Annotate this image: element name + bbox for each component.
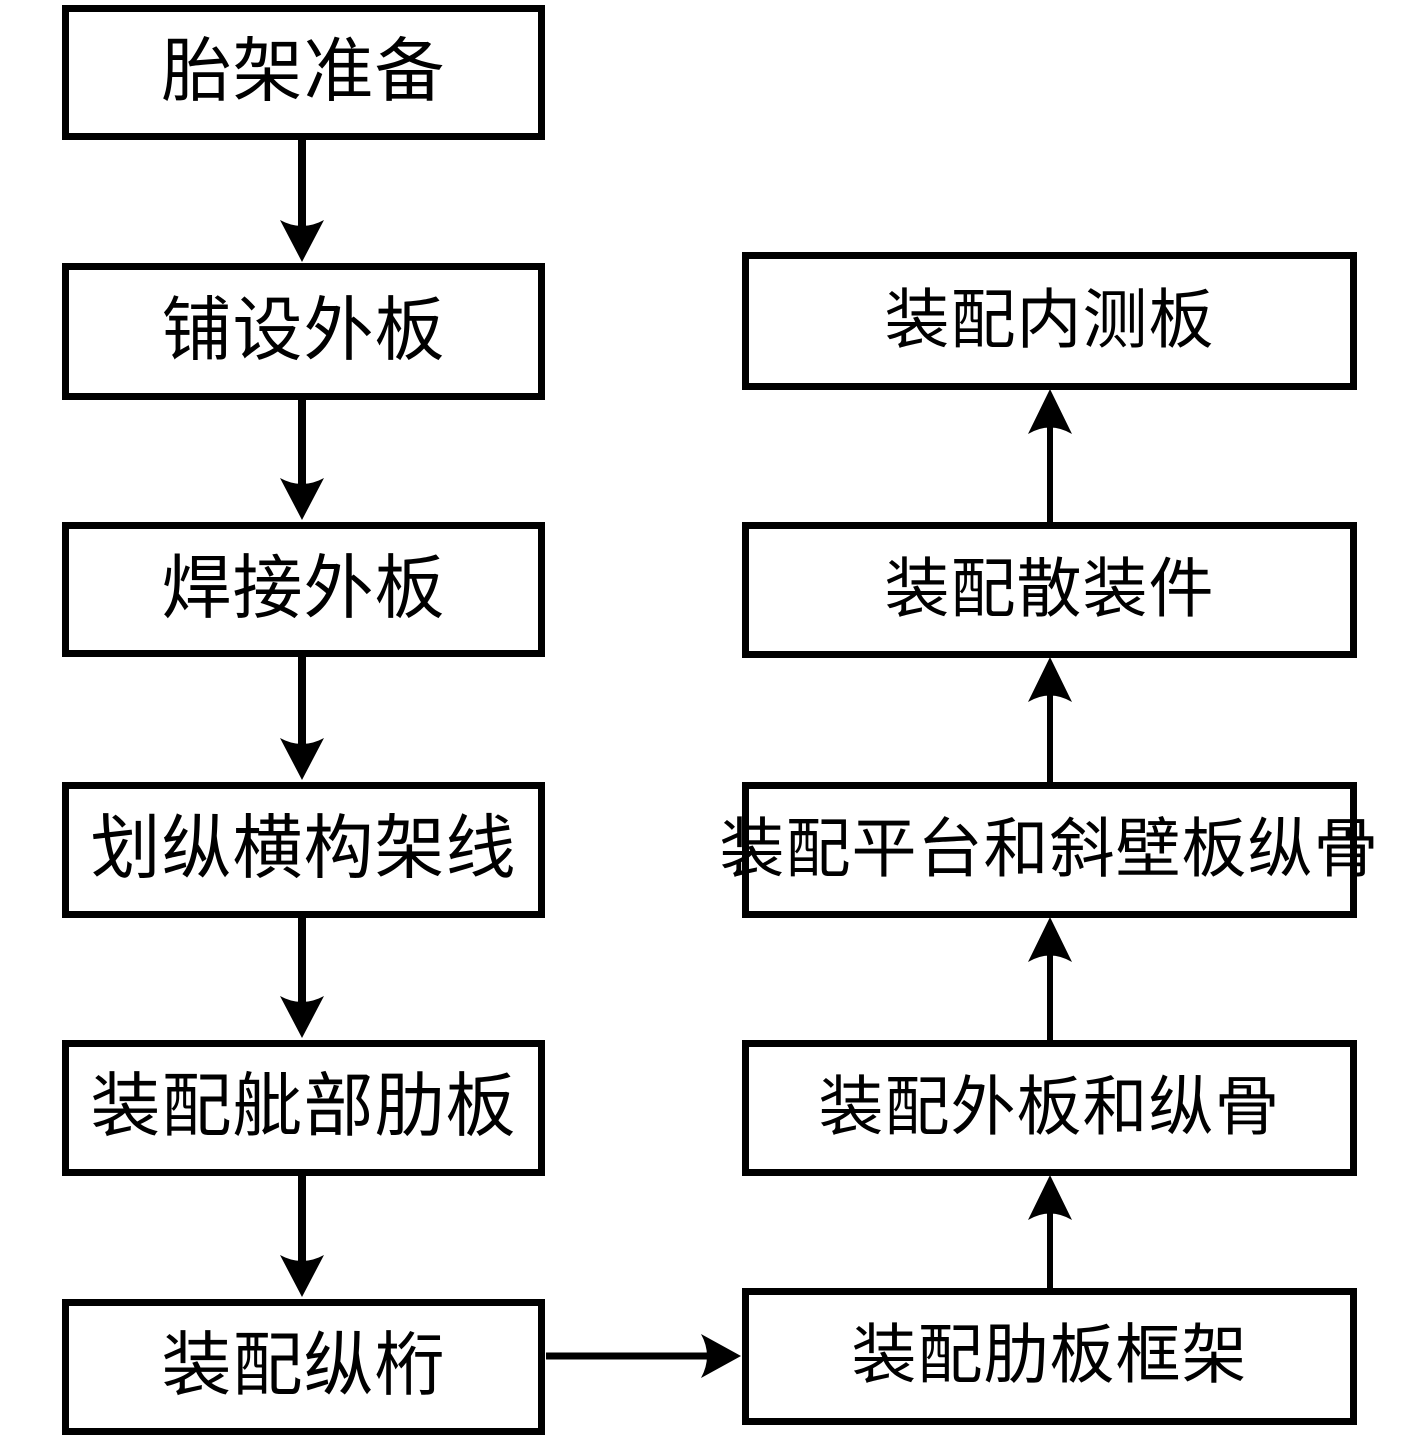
flow-box-label: 装配纵桁: [161, 1328, 446, 1405]
flow-box-label: 装配散装件: [884, 553, 1215, 626]
flow-box-label: 装配内测板: [884, 284, 1215, 357]
flow-box-assemble-inner-plate: 装配内测板: [742, 252, 1357, 390]
flow-box-label: 胎架准备: [161, 33, 446, 111]
flow-box-assemble-longitudinal-girders: 装配纵桁: [62, 1299, 545, 1435]
arrow-up-3: [1028, 917, 1072, 1043]
arrow-up-4: [1028, 1175, 1072, 1291]
flow-box-assemble-platform-and-sloped-bulkhead-longitudinals: 装配平台和斜壁板纵骨: [720, 782, 1379, 918]
flow-box-label: 划纵横构架线: [90, 811, 517, 888]
arrow-down-4: [280, 917, 324, 1038]
arrow-up-1: [1028, 389, 1072, 525]
arrow-down-3: [280, 656, 324, 780]
arrow-down-1: [280, 139, 324, 262]
flow-box-mark-frame-lines: 划纵横构架线: [62, 782, 545, 918]
arrow-right-1: [546, 1334, 741, 1378]
flow-box-label: 装配肋板框架: [851, 1320, 1248, 1392]
flow-box-assemble-bilge-floor-plates: 装配舭部肋板: [62, 1040, 545, 1176]
flow-box-lay-shell-plate: 铺设外板: [62, 263, 545, 400]
flow-box-assemble-loose-fittings: 装配散装件: [742, 522, 1357, 658]
flow-box-label: 装配外板和纵骨: [818, 1071, 1281, 1144]
flow-box-label: 铺设外板: [161, 292, 446, 370]
flow-box-weld-shell-plate: 焊接外板: [62, 522, 545, 657]
flow-box-label: 焊接外板: [161, 550, 446, 628]
flow-box-assemble-floor-plate-frame: 装配肋板框架: [742, 1288, 1357, 1425]
flow-box-jig-preparation: 胎架准备: [62, 5, 545, 140]
arrow-down-5: [280, 1175, 324, 1297]
arrow-down-2: [280, 399, 324, 520]
arrow-up-2: [1028, 657, 1072, 785]
flow-box-assemble-shell-plate-and-longitudinals: 装配外板和纵骨: [742, 1040, 1357, 1176]
flow-box-label: 装配舭部肋板: [90, 1069, 517, 1146]
flow-box-label: 装配平台和斜壁板纵骨: [719, 813, 1380, 886]
